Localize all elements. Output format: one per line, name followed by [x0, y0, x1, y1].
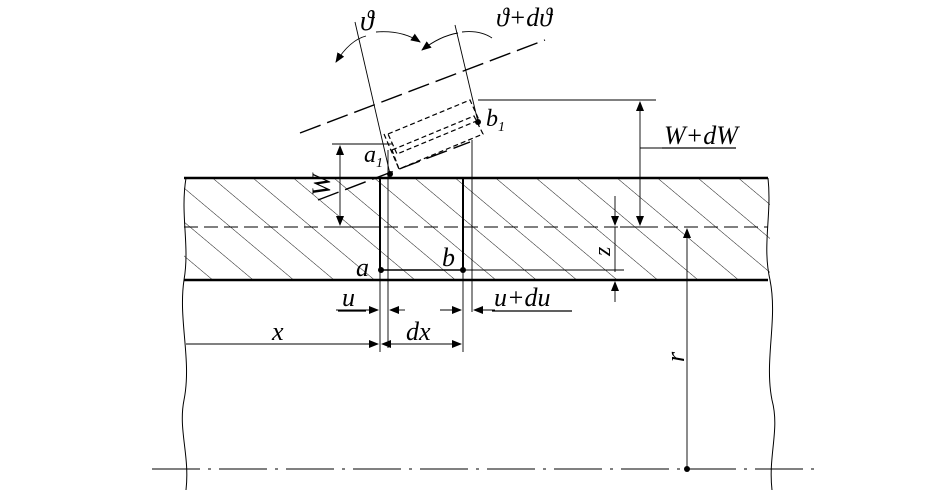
dtheta-arc-right — [461, 31, 493, 39]
label-r: r — [661, 351, 690, 362]
label-u-plus-du: u+du — [494, 283, 551, 312]
theta-arc-left — [335, 35, 367, 63]
label-a: a — [356, 253, 369, 282]
label-b1: b1 — [486, 106, 505, 135]
label-theta-plus-dtheta: ϑ+dϑ — [496, 3, 553, 32]
hatched-wall — [184, 176, 770, 282]
theta-arc-right — [375, 31, 421, 43]
left-break-line — [181, 177, 188, 491]
tangent-line-lower — [317, 141, 471, 201]
right-break-line — [766, 177, 776, 491]
label-b: b — [442, 243, 455, 272]
label-W-plus-dW: W+dW — [664, 121, 740, 150]
tangent-line-upper — [299, 39, 546, 134]
point-a — [378, 267, 384, 273]
normal-line-b1 — [454, 24, 479, 123]
deformed-element — [383, 99, 484, 177]
label-dx: dx — [406, 317, 431, 346]
label-W: W — [307, 172, 336, 196]
element-ab — [378, 178, 466, 273]
label-x: x — [271, 317, 284, 346]
dtheta-arc-left — [421, 32, 459, 51]
label-u: u — [342, 283, 355, 312]
label-theta: ϑ — [360, 6, 375, 37]
normal-line-a1 — [354, 21, 391, 175]
r-center-point — [684, 466, 690, 472]
label-z: z — [590, 246, 616, 257]
label-a1: a1 — [364, 142, 383, 171]
